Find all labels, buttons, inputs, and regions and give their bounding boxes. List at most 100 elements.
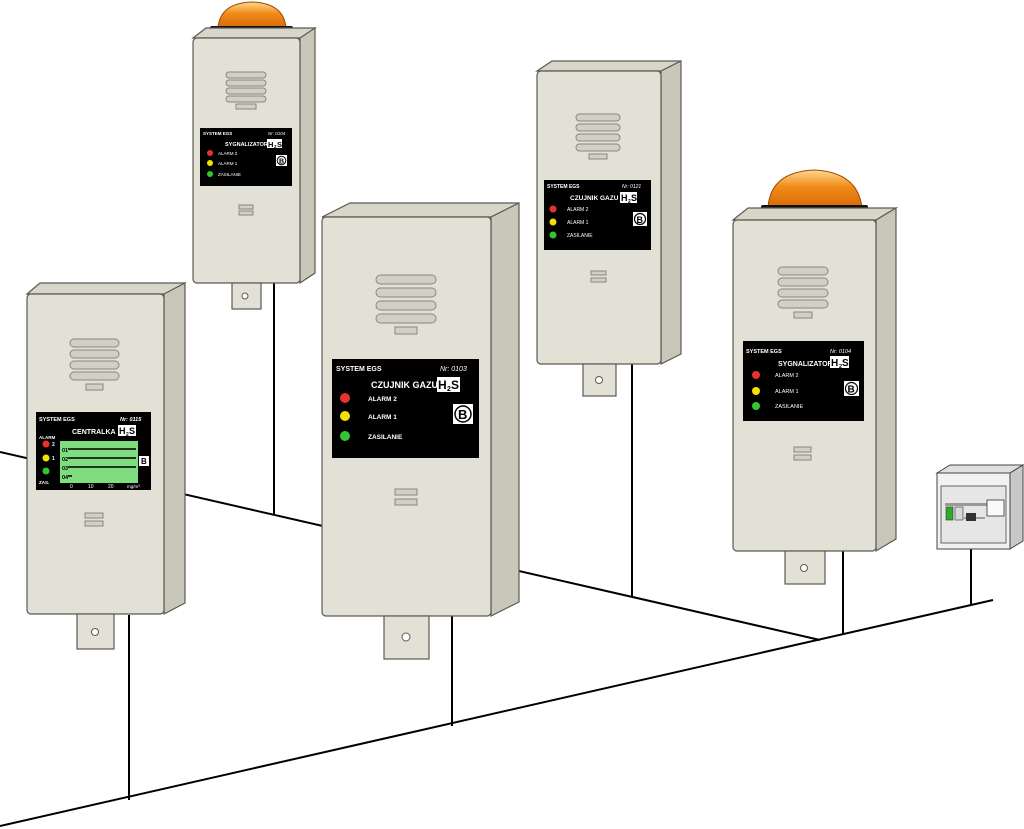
panel-number: Nr: 0104 — [830, 349, 851, 355]
mount-hole — [595, 376, 603, 384]
panel-system-label: SYSTEM EGS — [746, 349, 782, 355]
housing-side — [660, 60, 682, 365]
vent-slots-lower — [394, 488, 418, 506]
panel-title: SYGNALIZATOR — [778, 361, 833, 368]
beacon-icon — [761, 169, 868, 212]
scale-10: 10 — [88, 484, 94, 490]
led-yellow — [340, 411, 350, 421]
cabinet-module-display — [986, 499, 1005, 517]
scale-20: 20 — [108, 484, 114, 490]
manufacturer-logo-icon: B — [633, 212, 647, 226]
led-red — [42, 440, 50, 448]
housing-top — [731, 207, 899, 221]
panel-system-label: SYSTEM EGS — [203, 131, 232, 136]
mount-hole — [241, 292, 249, 300]
vent-grille — [777, 266, 829, 319]
wire-trunk-bottom — [0, 599, 994, 827]
led-alarm-label: ALARM — [39, 435, 55, 440]
svg-text:H: H — [621, 193, 628, 203]
vent-grille — [575, 113, 621, 160]
cabinet-terminal — [966, 513, 976, 521]
panel-number: Nr: 0104 — [268, 131, 286, 136]
svg-text:S: S — [631, 193, 637, 203]
led-yellow — [42, 454, 50, 462]
vent-grille — [225, 71, 267, 110]
row-zasilanie: ZASILANIE — [368, 434, 403, 441]
svg-text:B: B — [458, 407, 467, 422]
row-zasilanie: ZASILANIE — [775, 404, 803, 410]
panel-title: CZUJNIK GAZU — [570, 195, 619, 202]
housing-top — [321, 202, 520, 218]
led-2-label: 2 — [52, 442, 55, 448]
channel-graph: 01 02 03 04 — [60, 441, 138, 483]
cabinet-module — [954, 506, 964, 521]
led-yellow — [207, 160, 213, 166]
scale-0: 0 — [70, 484, 73, 490]
panel-title: CENTRALKA — [72, 429, 116, 436]
channel-01: 01 — [62, 448, 68, 454]
housing-side — [490, 202, 520, 617]
svg-text:H: H — [268, 140, 273, 149]
manufacturer-logo-icon: B — [453, 404, 473, 424]
row-zasilanie: ZASILANIE — [218, 172, 241, 177]
svg-text:S: S — [451, 378, 459, 392]
housing-top — [25, 282, 187, 295]
led-green — [207, 171, 213, 177]
panel-number: Nr: 0103 — [440, 366, 467, 373]
led-red — [549, 205, 557, 213]
scale-unit: mg/m³ — [127, 484, 140, 489]
channel-04: 04 — [62, 475, 69, 481]
svg-text:B: B — [848, 385, 855, 396]
panel-title: SYGNALIZATOR — [225, 142, 268, 148]
svg-text:S: S — [277, 140, 282, 149]
vent-grille — [69, 338, 120, 391]
svg-text:H: H — [831, 358, 838, 369]
svg-text:2: 2 — [447, 386, 451, 393]
cabinet-rail — [945, 503, 1003, 506]
vent-slots-lower — [590, 270, 607, 283]
panel-number: Nr: 0115 — [120, 417, 142, 423]
manufacturer-logo-icon: B — [139, 456, 149, 466]
cabinet-side — [1009, 464, 1024, 550]
row-alarm1: ALARM 1 — [775, 389, 799, 395]
mount-hole — [800, 564, 808, 572]
svg-text:H: H — [438, 378, 447, 392]
cabinet-module-green — [945, 506, 954, 521]
housing-side — [875, 206, 897, 553]
channel-02: 02 — [62, 457, 68, 463]
led-green — [752, 402, 760, 410]
row-alarm2: ALARM 2 — [368, 396, 397, 403]
svg-text:2: 2 — [274, 144, 277, 149]
svg-text:H: H — [119, 426, 126, 436]
cabinet-top — [935, 464, 1024, 474]
svg-text:B: B — [279, 159, 284, 166]
led-yellow — [752, 387, 760, 395]
led-1-label: 1 — [52, 456, 55, 462]
led-zas-label: ZAS. — [39, 480, 49, 485]
housing-side — [299, 26, 316, 285]
row-alarm2: ALARM 2 — [775, 373, 799, 379]
led-red — [752, 371, 760, 379]
housing-side — [163, 282, 186, 615]
svg-text:2: 2 — [126, 432, 129, 438]
panel-number: Nr: 0121 — [622, 184, 641, 190]
channel-03: 03 — [62, 466, 68, 472]
control-cabinet — [935, 464, 1024, 550]
panel-system-label: SYSTEM EGS — [39, 417, 75, 423]
mount-hole — [401, 632, 411, 642]
svg-text:B: B — [141, 457, 147, 466]
manufacturer-logo-icon: B — [844, 381, 859, 396]
